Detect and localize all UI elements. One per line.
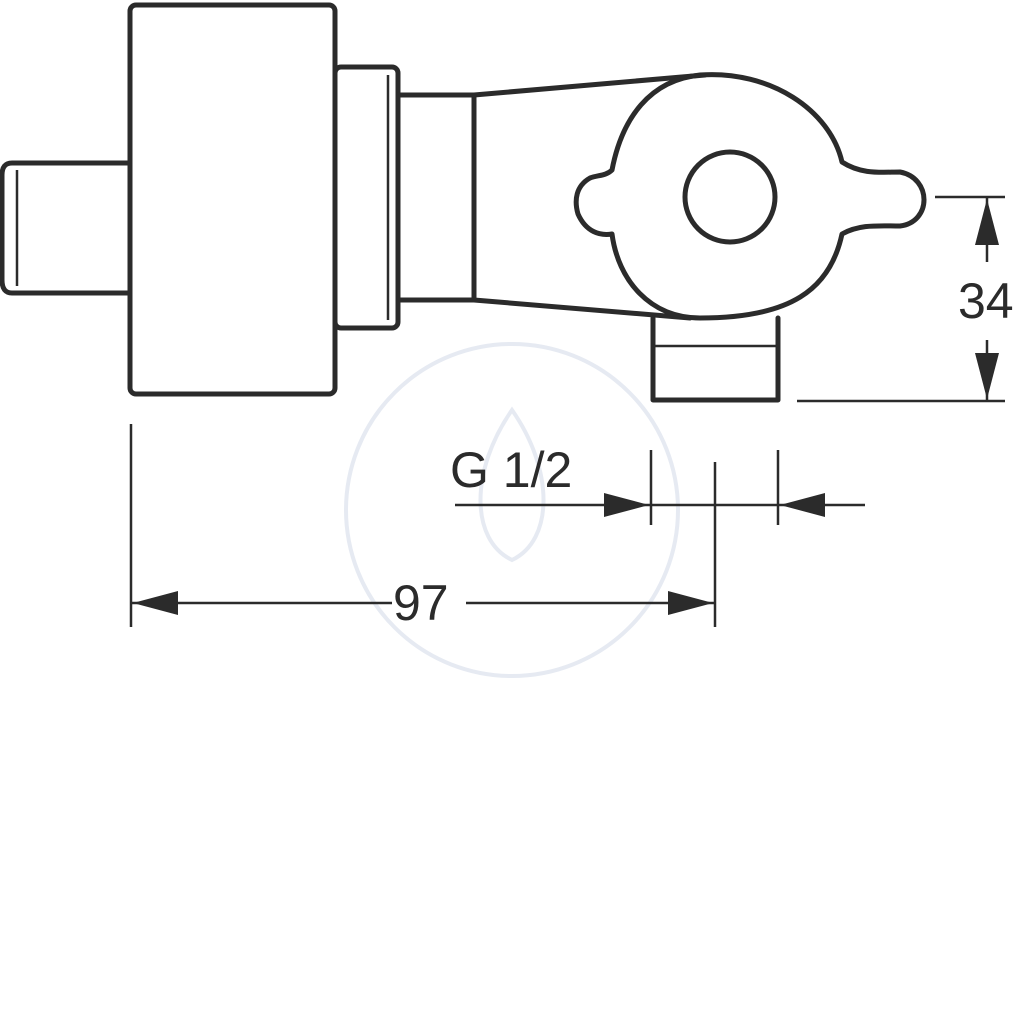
rosette-flange [127, 2, 338, 397]
tapered-body [471, 72, 708, 321]
outlet-stub [650, 315, 781, 403]
handle-center-ring [682, 149, 778, 245]
valve-body [0, 2, 927, 403]
arrow-right [668, 591, 713, 615]
arrow-right [604, 493, 649, 517]
thread-dimension: G 1/2 [450, 442, 865, 627]
arrow-down [975, 353, 999, 399]
height-label: 34 [958, 273, 1014, 329]
watermark-logo [344, 342, 680, 678]
inlet-stub [0, 160, 133, 296]
arrow-left [780, 493, 825, 517]
arrow-up [975, 199, 999, 245]
thread-label: G 1/2 [450, 442, 572, 498]
arrow-left [133, 591, 178, 615]
sleeve [395, 92, 477, 303]
height-dimension: 34 [797, 195, 1014, 403]
length-dimension: 97 [129, 424, 715, 631]
length-label: 97 [393, 575, 449, 631]
handle [573, 72, 927, 321]
